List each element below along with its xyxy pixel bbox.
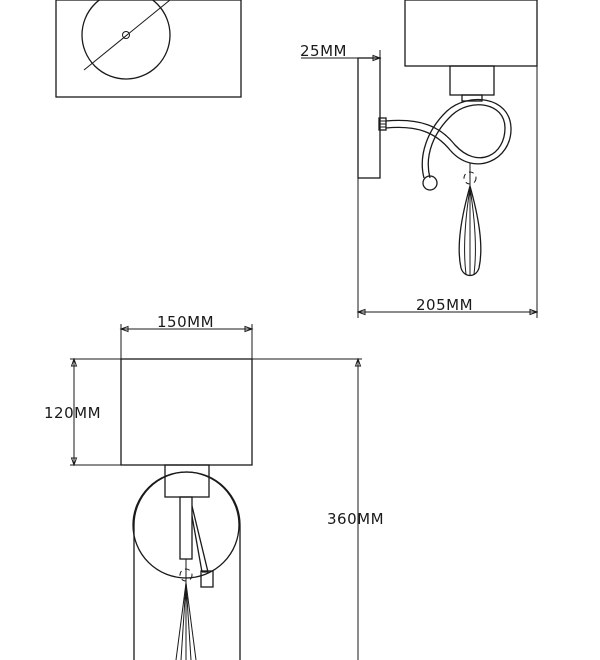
- front-shade: [120, 358, 253, 466]
- side-view: [301, 0, 539, 318]
- front-shade-holder: [164, 464, 210, 498]
- side-ball-end: [422, 175, 438, 191]
- dim-150-label: 150MM: [157, 313, 214, 331]
- front-arm-vertical: [179, 496, 193, 560]
- top-view-plate: [55, 0, 242, 98]
- dim-205-label: 205MM: [416, 296, 473, 314]
- top-view-center: [122, 31, 130, 39]
- front-arm-bend: [191, 505, 209, 573]
- side-arm-inner: [385, 98, 512, 179]
- dim-25-label: 25MM: [300, 42, 347, 60]
- side-shade: [404, 0, 538, 67]
- front-back-plate: [133, 471, 241, 660]
- top-view-diagonal: [83, 0, 171, 71]
- front-ball-end: [200, 570, 214, 588]
- front-view: [70, 324, 362, 660]
- side-shade-holder: [449, 65, 495, 96]
- side-holder-collar: [461, 94, 483, 102]
- top-view-circle: [81, 0, 171, 80]
- side-crystal: [458, 163, 482, 277]
- side-wall-plate: [357, 57, 381, 179]
- dim-360-label: 360MM: [327, 510, 384, 528]
- side-arm-outer: [385, 104, 506, 179]
- top-view: [55, 0, 242, 98]
- dim-120-label: 120MM: [44, 404, 101, 422]
